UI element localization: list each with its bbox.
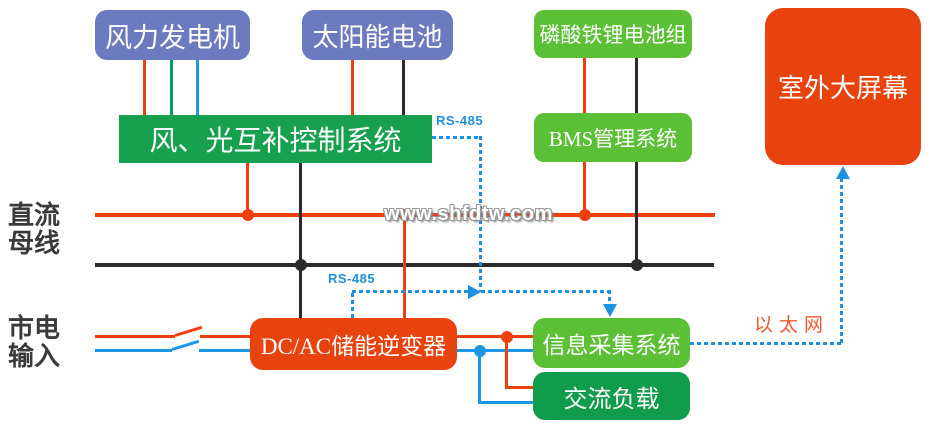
node-outdoor-screen: 室外大屏幕 [765, 8, 921, 165]
junction-dot-controller-dc-bus [242, 209, 254, 221]
node-hybrid-control-system: 风、光互补控制系统 [119, 115, 432, 163]
solar-red-wire [351, 60, 354, 116]
node-lifepo4-battery-pack: 磷酸铁锂电池组 [534, 10, 692, 58]
junction-dot-controller-negative-bus [295, 259, 307, 271]
dc-bus-label-line2: 母线 [8, 229, 61, 258]
mains-input-label: 市电 输入 [8, 315, 82, 371]
rs485-inverter-dashed-horizontal [352, 290, 468, 293]
rs485-to-info-dashed-horizontal [481, 290, 609, 293]
mains-live-switch-blade [174, 325, 203, 337]
junction-dot-battery-negative-bus [631, 259, 643, 271]
inverter-to-info-blue-wire [457, 349, 533, 352]
node-bms-system: BMS管理系统 [534, 113, 692, 162]
mains-neutral-wire-left [95, 349, 172, 352]
dc-bus-label-line1: 直流 [8, 201, 61, 230]
inverter-to-info-red-wire [457, 335, 533, 338]
red-branch-down-wire [505, 335, 508, 388]
mains-input-label-line1: 市电 [8, 314, 61, 343]
bus-to-inverter-red-wire [403, 215, 406, 318]
rs485-inverter-dashed-vertical [351, 293, 354, 318]
rs485-controller-dashed-horizontal [432, 136, 481, 139]
ethernet-dashed-vertical [840, 178, 843, 345]
controller-red-drop-wire [246, 163, 249, 215]
red-branch-to-load-wire [505, 386, 533, 389]
ethernet-up-arrow-icon [836, 166, 850, 179]
junction-dot-ac-red-branch [501, 331, 513, 343]
node-wind-generator: 风力发电机 [95, 10, 250, 60]
blue-branch-to-load-wire [478, 401, 533, 404]
junction-dot-ac-blue-branch [474, 345, 486, 357]
ethernet-dashed-horizontal [690, 342, 842, 345]
mains-live-wire-left [95, 335, 175, 338]
node-solar-battery: 太阳能电池 [302, 10, 453, 60]
node-inverter: DC/AC储能逆变器 [250, 318, 457, 370]
dc-bus-label: 直流 母线 [8, 202, 82, 258]
junction-dot-inverter-dc-bus [399, 209, 411, 221]
node-info-collection-system: 信息采集系统 [533, 318, 690, 368]
blue-branch-down-wire [478, 349, 481, 403]
watermark-text: www.shfdtw.com [384, 203, 553, 225]
rs485-down-arrow-icon [603, 304, 617, 317]
wind-red-wire [143, 60, 146, 116]
rs485-inverter-label: RS-485 [328, 271, 376, 286]
node-ac-load: 交流负载 [533, 372, 690, 420]
junction-dot-battery-dc-bus [579, 209, 591, 221]
rs485-controller-label: RS-485 [436, 113, 484, 128]
rs485-to-info-dashed-vertical [608, 290, 611, 305]
mains-neutral-switch-blade [171, 339, 200, 351]
wind-green-wire [170, 60, 173, 116]
rs485-right-arrow-icon [468, 285, 481, 299]
ethernet-label: 以太网 [754, 315, 830, 336]
rs485-controller-dashed-vertical [479, 136, 482, 292]
solar-black-wire [402, 60, 405, 116]
controller-black-drop-wire [299, 163, 302, 318]
mains-input-label-line2: 输入 [8, 342, 61, 371]
mains-live-wire-right [200, 335, 250, 338]
wind-blue-wire [196, 60, 199, 116]
mains-neutral-wire-right [199, 349, 250, 352]
